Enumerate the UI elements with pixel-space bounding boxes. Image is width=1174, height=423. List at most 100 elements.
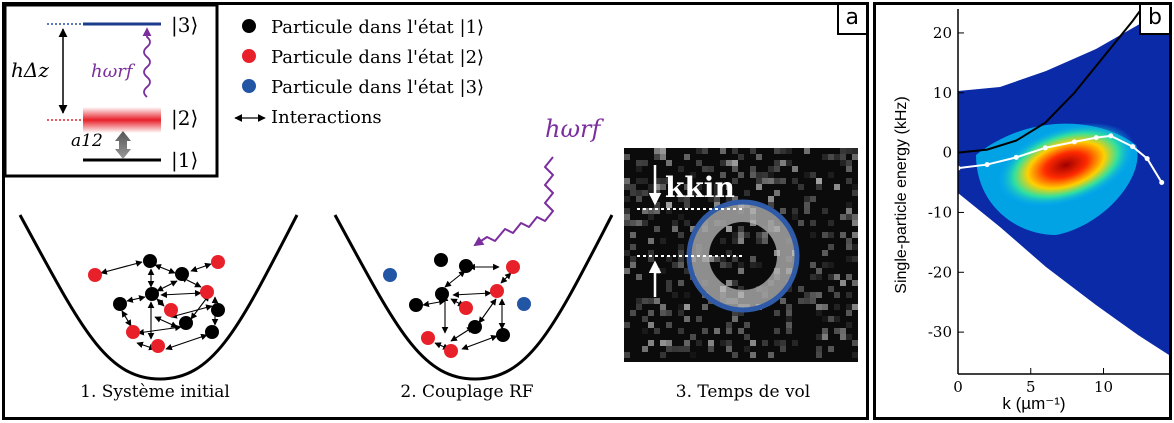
tof-speckle (660, 304, 666, 310)
tof-speckle (750, 352, 756, 358)
tof-speckle (636, 304, 642, 310)
tof-speckle (726, 340, 732, 346)
tof-speckle (648, 322, 654, 328)
tof-speckle (738, 268, 744, 274)
tof-speckle (804, 208, 810, 214)
tof-speckle (750, 166, 756, 172)
tof-speckle (738, 226, 744, 232)
tof-speckle (786, 316, 792, 322)
tof-speckle (678, 304, 684, 310)
tof-speckle (822, 208, 828, 214)
tof-speckle (744, 232, 750, 238)
tof-speckle (666, 160, 672, 166)
tof-speckle (624, 208, 630, 214)
tof-speckle (732, 352, 738, 358)
tof-speckle (852, 214, 858, 220)
tof-speckle (648, 214, 654, 220)
tof-speckle (810, 274, 816, 280)
tof-speckle (738, 238, 744, 244)
tof-speckle (774, 190, 780, 196)
heatmap-hot (996, 122, 1136, 208)
tof-speckle (696, 184, 702, 190)
tof-speckle (750, 256, 756, 262)
tof-speckle (828, 274, 834, 280)
tof-speckle (684, 184, 690, 190)
tof-speckle (660, 178, 666, 184)
tof-speckle (678, 214, 684, 220)
tof-speckle (822, 232, 828, 238)
tof-speckle (780, 340, 786, 346)
tof-speckle (696, 316, 702, 322)
tof-speckle (678, 250, 684, 256)
tof-speckle (672, 220, 678, 226)
tof-speckle (732, 196, 738, 202)
y-tick-label: 10 (933, 84, 952, 102)
legend-label-2: Particule dans l'état |2⟩ (271, 47, 484, 68)
tof-speckle (822, 328, 828, 334)
tof-speckle (684, 220, 690, 226)
heatmap (958, 9, 1169, 355)
tof-speckle (834, 184, 840, 190)
tof-speckle (636, 190, 642, 196)
tof-speckle (852, 148, 858, 154)
tof-speckle (828, 262, 834, 268)
x-tick-label: 10 (1094, 378, 1113, 396)
tof-speckle (624, 184, 630, 190)
tof-speckle (834, 316, 840, 322)
tof-speckle (684, 154, 690, 160)
tof-speckle (720, 172, 726, 178)
tof-speckle (684, 196, 690, 202)
level-3-label: |3⟩ (171, 13, 198, 38)
tof-speckle (714, 184, 720, 190)
tof-speckle (720, 262, 726, 268)
tof-speckle (828, 244, 834, 250)
tof-speckle (654, 208, 660, 214)
tof-speckle (660, 310, 666, 316)
tof-speckle (738, 328, 744, 334)
tof-speckle (642, 346, 648, 352)
tof-speckle (702, 148, 708, 154)
tof-speckle (774, 148, 780, 154)
tof-speckle (846, 160, 852, 166)
legend-interactions-label: Interactions (271, 107, 382, 128)
tof-speckle (816, 352, 822, 358)
tof-speckle (642, 316, 648, 322)
tof-speckle (846, 304, 852, 310)
tof-speckle (630, 220, 636, 226)
tof-speckle (726, 160, 732, 166)
tof-speckle (642, 220, 648, 226)
tof-speckle (828, 244, 834, 250)
a12-double-arrow (115, 131, 131, 159)
tof-speckle (726, 196, 732, 202)
tof-speckle (810, 292, 816, 298)
tof-speckle (732, 160, 738, 166)
tof-speckle (660, 268, 666, 274)
legend: Particule dans l'état |1⟩ Particule dans… (234, 17, 484, 128)
tof-speckle (840, 334, 846, 340)
tof-speckle (726, 184, 732, 190)
tof-speckle (666, 346, 672, 352)
free-particle-curve (958, 9, 1143, 154)
tof-speckle (762, 172, 768, 178)
tof-speckle (780, 178, 786, 184)
tof-speckle (630, 190, 636, 196)
tof-speckle (846, 310, 852, 316)
tof-speckle (798, 298, 804, 304)
tof-speckle (648, 256, 654, 262)
tof-speckle (816, 178, 822, 184)
trap-initial: 1. Système initial (18, 214, 299, 402)
tof-speckle (684, 316, 690, 322)
tof-speckle (852, 184, 858, 190)
tof-speckle (846, 256, 852, 262)
tof-speckle (846, 148, 852, 154)
tof-speckle (696, 340, 702, 346)
tof-speckle (672, 292, 678, 298)
tof-speckle (720, 148, 726, 154)
tof-speckle (834, 328, 840, 334)
tof-speckle (636, 274, 642, 280)
caption-3: 3. Temps de vol (676, 382, 810, 402)
tof-speckle (708, 196, 714, 202)
tof-speckle (810, 232, 816, 238)
